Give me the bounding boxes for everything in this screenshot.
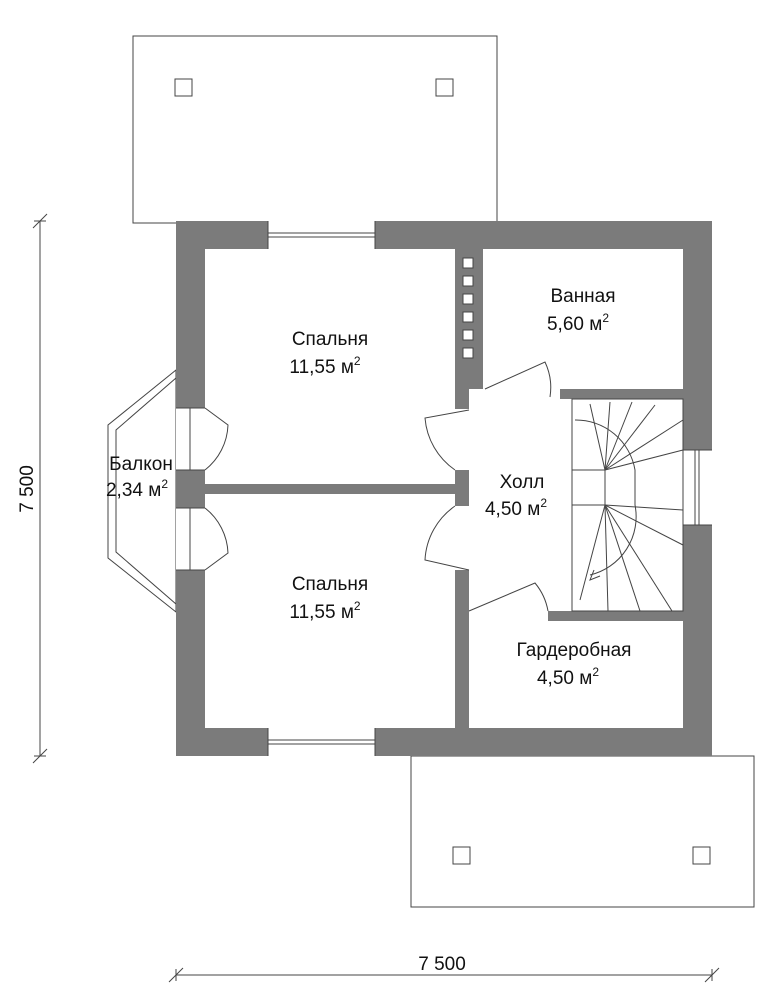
roof-vent-icon [452,846,471,865]
roof-vent-icon [435,78,454,97]
room-name: Балкон [109,454,173,475]
room-name: Ванная [550,286,615,307]
room-bedroom-bottom: Спальня 11,55 м2 [289,574,368,623]
dimension-vertical [32,213,48,764]
roof-vent-icon [174,78,193,97]
staircase [571,398,684,612]
balcony-doors [176,407,229,571]
room-wardrobe: Гардеробная 4,50 м2 [517,640,632,689]
room-name: Гардеробная [517,640,632,661]
interior-walls [205,249,683,728]
dimension-horizontal [168,967,720,983]
roof-vent-icon [692,846,711,865]
room-bedroom-top: Спальня 11,55 м2 [289,329,368,378]
interior-doors [424,361,552,612]
room-bathroom: Ванная 5,60 м2 [547,286,616,335]
room-name: Холл [500,472,545,493]
windows [267,221,712,756]
roof-top [132,35,498,224]
room-area: 11,55 м2 [289,354,360,378]
room-name: Спальня [292,329,368,350]
roof-bottom [410,755,755,908]
dimension-height-label: 7 500 [17,465,38,513]
vent-holes [462,257,474,359]
room-area: 4,50 м2 [485,496,547,520]
room-area: 11,55 м2 [289,599,360,623]
room-area: 2,34 м2 [106,477,168,501]
room-name: Спальня [292,574,368,595]
room-hall: Холл 4,50 м2 [485,472,547,520]
room-area: 4,50 м2 [537,665,599,689]
room-balcony: Балкон 2,34 м2 [106,454,173,501]
room-area: 5,60 м2 [547,311,609,335]
dimension-width-label: 7 500 [418,954,466,975]
